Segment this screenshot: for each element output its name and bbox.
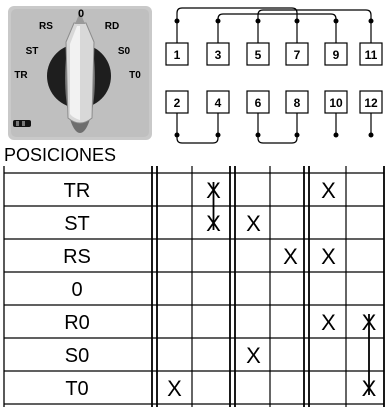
contact-12: 12 bbox=[359, 90, 383, 114]
contact-9: 9 bbox=[324, 42, 348, 66]
contact-label: 2 bbox=[174, 96, 181, 110]
contact-10: 10 bbox=[324, 90, 348, 114]
contact-4: 4 bbox=[206, 90, 230, 114]
contact-mark: X bbox=[321, 244, 336, 269]
contact-label: 4 bbox=[215, 96, 222, 110]
dial-label-0: 0 bbox=[78, 8, 84, 20]
contact-6: 6 bbox=[246, 90, 270, 114]
contact-3: 3 bbox=[206, 42, 230, 66]
contact-label: 5 bbox=[255, 48, 262, 62]
contact-label: 1 bbox=[174, 48, 181, 62]
contact-label: 3 bbox=[215, 48, 222, 62]
terminal-dot bbox=[368, 132, 374, 138]
contact-label: 8 bbox=[294, 96, 301, 110]
contact-label: 9 bbox=[333, 48, 340, 62]
contact-mark: X bbox=[321, 178, 336, 203]
row-label-st: ST bbox=[64, 213, 90, 235]
contact-mark: X bbox=[283, 244, 298, 269]
contact-label: 7 bbox=[294, 48, 301, 62]
dial-label-s0: S0 bbox=[118, 46, 131, 57]
lock-icon bbox=[13, 120, 31, 127]
jumper-wire bbox=[176, 7, 298, 21]
contact-mark: X bbox=[246, 211, 261, 236]
contact-label: 10 bbox=[329, 96, 343, 110]
jumper-wire bbox=[176, 135, 219, 144]
positions-caption: POSICIONES bbox=[4, 145, 116, 165]
contact-5: 5 bbox=[246, 42, 270, 66]
dial-label-rd: RD bbox=[105, 21, 119, 32]
selector-switch-panel: 0 RS RD ST S0 TR T0 bbox=[8, 6, 152, 140]
dial-label-tr: TR bbox=[14, 70, 28, 81]
row-label-t0: T0 bbox=[65, 378, 88, 400]
contact-mark: X bbox=[246, 343, 261, 368]
contact-wiring: 1 3 5 7 9 11 2 4 6 8 10 12 bbox=[165, 7, 383, 144]
row-label-tr: TR bbox=[64, 180, 91, 202]
jumper-wire bbox=[257, 135, 298, 144]
switch-pointer-tip bbox=[75, 12, 85, 24]
contact-2: 2 bbox=[165, 90, 189, 114]
contact-11: 11 bbox=[359, 42, 383, 66]
dial-label-st: ST bbox=[26, 46, 39, 57]
contact-label: 6 bbox=[255, 96, 262, 110]
terminal-dot bbox=[333, 132, 339, 138]
dial-label-t0: T0 bbox=[129, 70, 141, 81]
row-label-0: 0 bbox=[71, 279, 82, 301]
jumper-wire bbox=[257, 9, 372, 21]
contact-1: 1 bbox=[165, 42, 189, 66]
switch-handle-highlight bbox=[70, 26, 80, 120]
row-label-s0: S0 bbox=[65, 345, 89, 367]
contact-8: 8 bbox=[285, 90, 309, 114]
contact-7: 7 bbox=[285, 42, 309, 66]
jumper-wire bbox=[217, 13, 337, 21]
contact-mark: X bbox=[167, 376, 182, 401]
contact-label: 11 bbox=[365, 48, 378, 62]
contact-mark: X bbox=[321, 310, 336, 335]
dial-label-rs: RS bbox=[39, 21, 53, 32]
row-label-r0: R0 bbox=[64, 312, 90, 334]
row-label-rs: RS bbox=[63, 246, 91, 268]
contact-label: 12 bbox=[364, 96, 378, 110]
